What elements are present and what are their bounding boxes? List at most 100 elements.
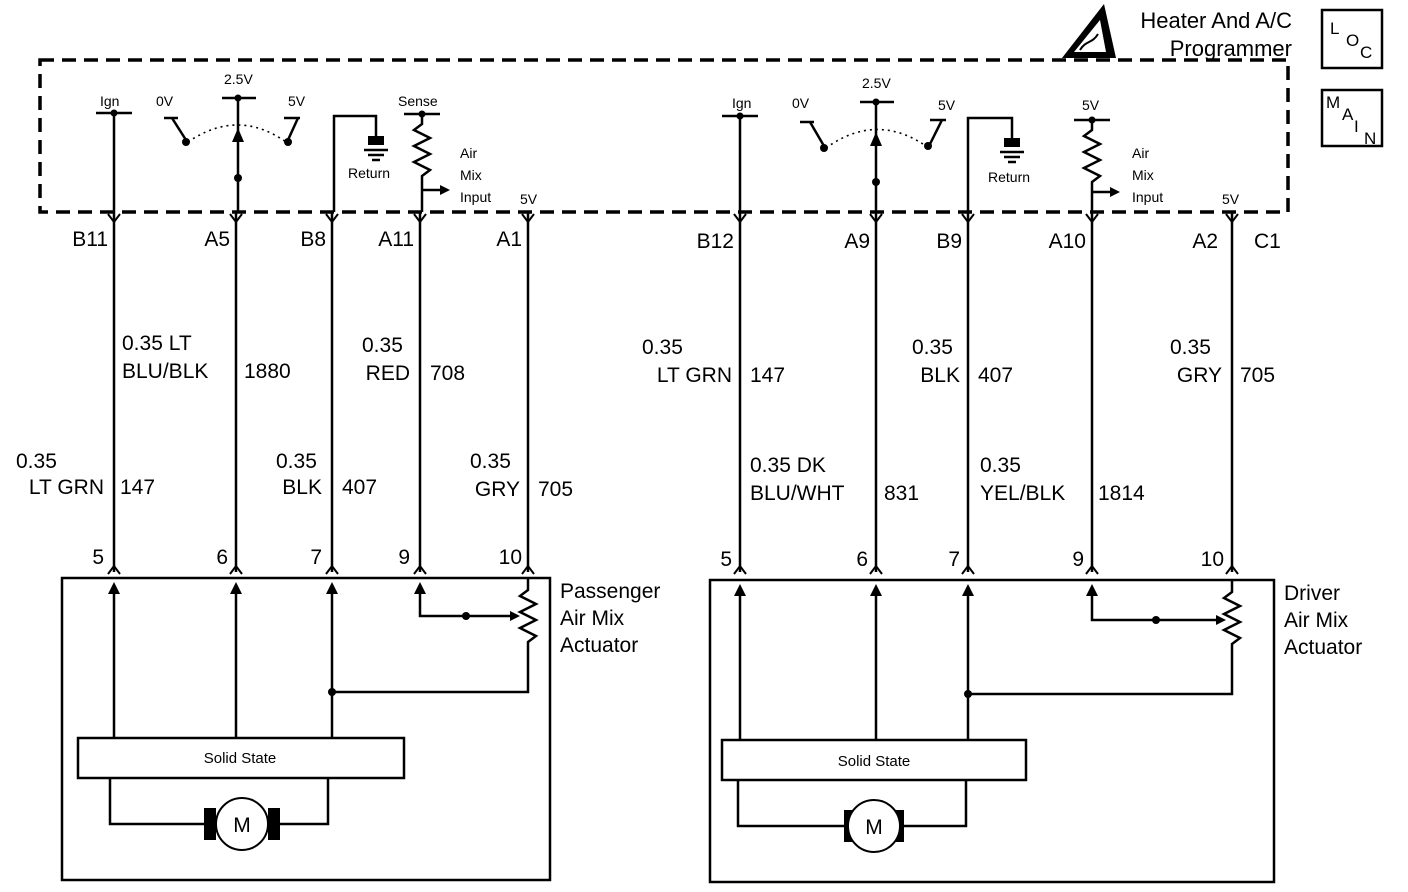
loc-badge-letter: C [1360,43,1372,62]
actuator-name-line: Actuator [560,634,638,657]
wire-circuit: 147 [750,364,785,387]
wire-circuit: 1880 [244,360,291,383]
wire-circuit: 705 [1240,364,1275,387]
connector-pin-a10: A10 [1049,230,1086,253]
wire-color: GRY [475,478,520,501]
wire-gauge: 0.35 [980,454,1021,477]
solid-state-label: Solid State [204,750,277,767]
actuator-pin-5: 5 [720,548,732,571]
wire-circuit: 831 [884,482,919,505]
actuator-pin-7: 7 [948,548,960,571]
wire-color: BLU/WHT [750,482,845,505]
motor-icon [215,797,269,851]
actuator-name-line: Air Mix [560,607,625,630]
driver-air-mix-actuator: Driver Air Mix Actuator Solid State M [708,578,1362,884]
motor-icon [847,799,901,853]
programmer-connector-terminals [107,213,1239,224]
wire-color: BLK [920,364,960,387]
air-mix-input-label: Mix [1132,167,1154,183]
wire-color: BLU/BLK [122,360,208,383]
air-mix-input-label: Air [460,145,477,161]
air-mix-input-label: Input [1132,189,1163,205]
return-label: Return [988,169,1030,185]
voltage-5v-label: 5V [1082,97,1100,113]
connector-pin-a11: A11 [378,228,414,251]
actuator-name-line: Air Mix [1284,609,1349,632]
actuator-pin-6: 6 [856,548,868,571]
loc-badge: L O C [1320,8,1384,70]
ign-label: Ign [100,93,119,109]
connector-pin-a2: A2 [1192,230,1218,253]
wire-circuit: 708 [430,362,465,385]
connector-pin-a5: A5 [204,228,230,251]
main-badge-letter: I [1354,117,1359,136]
passenger-air-mix-actuator: Passenger Air Mix Actuator Solid State M [60,576,660,882]
connector-pin-a9: A9 [844,230,870,253]
air-mix-input-label: Input [460,189,491,205]
actuator-pin-10: 10 [1201,548,1224,571]
motor-label: M [865,816,883,839]
wire-runs [112,212,1234,572]
actuator-name-line: Driver [1284,582,1340,605]
actuator-name-line: Passenger [560,580,660,603]
wire-gauge: 0.35 [276,450,317,473]
actuator-pin-7: 7 [310,546,322,569]
wire-color: YEL/BLK [980,482,1065,505]
connector-pin-b9: B9 [936,230,962,253]
wire-gauge: 0.35 LT [122,332,192,355]
actuator-connector-terminals [107,564,1239,575]
programmer-title-line2: Programmer [1170,36,1292,61]
wire-color: LT GRN [657,364,732,387]
programmer-module-outline [38,58,1290,214]
loc-badge-letter: L [1330,19,1339,38]
wire-color: GRY [1177,364,1222,387]
voltage-2-5v-label: 2.5V [862,75,891,91]
main-badge: M A I N [1320,88,1384,148]
motor-label: M [233,814,251,837]
connector-pin-b11: B11 [72,228,108,251]
actuator-pin-10: 10 [499,546,522,569]
wire-circuit: 1814 [1098,482,1145,505]
actuator-pin-9: 9 [1072,548,1084,571]
wire-gauge: 0.35 [1170,336,1211,359]
wire-circuit: 407 [978,364,1013,387]
actuator-pin-5: 5 [92,546,104,569]
actuator-name-line: Actuator [1284,636,1362,659]
voltage-2-5v-label: 2.5V [224,71,253,87]
esd-sensitive-icon [1062,4,1116,58]
sense-label: Sense [398,93,438,109]
voltage-0v-label: 0V [792,95,810,111]
wire-gauge: 0.35 [912,336,953,359]
wire-gauge: 0.35 DK [750,454,826,477]
programmer-title-line1: Heater And A/C [1140,8,1292,33]
main-badge-letter: A [1342,105,1354,124]
main-badge-letter: M [1326,93,1340,112]
wire-gauge: 0.35 [362,334,403,357]
connector-pin-b8: B8 [300,228,326,251]
wire-color: RED [366,362,410,385]
loc-badge-letter: O [1346,31,1359,50]
air-mix-input-label: Mix [460,167,482,183]
voltage-5v-label: 5V [938,97,956,113]
wire-circuit: 147 [120,476,155,499]
wire-color: LT GRN [29,476,104,499]
right-programmer-internals: Ign 0V 2.5V 5V Return 5V Air Mix Input [722,75,1240,212]
ign-label: Ign [732,95,751,111]
wire-gauge: 0.35 [470,450,511,473]
wire-color: BLK [282,476,322,499]
connector-pin-b12: B12 [697,230,734,253]
wire-gauge: 0.35 [16,450,57,473]
reference-5v-label: 5V [1222,191,1240,207]
wire-circuit: 407 [342,476,377,499]
wire-circuit: 705 [538,478,573,501]
actuator-pin-9: 9 [398,546,410,569]
actuator-pin-6: 6 [216,546,228,569]
air-mix-input-label: Air [1132,145,1149,161]
return-label: Return [348,165,390,181]
voltage-0v-label: 0V [156,93,174,109]
wire-gauge: 0.35 [642,336,683,359]
left-programmer-internals: Ign 0V 2.5V 5V Return Sense Air [96,71,538,212]
voltage-5v-label: 5V [288,93,306,109]
connector-pin-c1: C1 [1254,230,1281,253]
